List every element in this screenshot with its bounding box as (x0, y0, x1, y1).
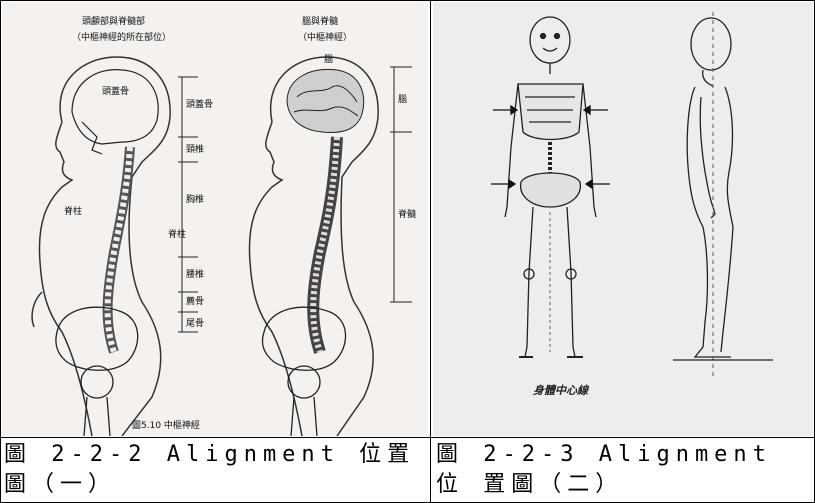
side-label-2: 胸椎 (186, 193, 204, 205)
skeleton-front (505, 17, 596, 357)
side-label-0: 頭蓋骨 (186, 98, 213, 110)
label-skull: 頭蓋骨 (102, 85, 129, 97)
alignment-illustration: 身體中心線 (433, 2, 813, 436)
column-divider (430, 0, 431, 503)
label-brain-side: 腦 (398, 93, 407, 105)
left-spine (108, 147, 130, 352)
left-skull (72, 70, 158, 154)
left-pelvis (56, 307, 138, 436)
label-spinal-cord: 脊髓 (398, 208, 416, 220)
side-label-5: 薦骨 (186, 295, 204, 307)
caption-left: 圖 2-2-2 Alignment 位置 圖（一） (4, 440, 426, 500)
right-spinal-cord (313, 137, 337, 352)
side-label-6: 尾骨 (186, 318, 204, 329)
row-divider (0, 437, 815, 438)
spine-illustration: 頭顱部與脊髓部 （中樞神經的所在部位） 腦與脊髓 （中樞神經） 頭蓋骨 脊柱 (2, 2, 428, 436)
label-brain: 腦 (324, 53, 333, 65)
label-spine: 脊柱 (64, 205, 82, 217)
side-label-4: 腰椎 (186, 268, 204, 280)
subtitle-right: （中樞神經） (298, 31, 352, 43)
body-side (687, 18, 733, 357)
title-left: 頭顱部與脊髓部 (82, 15, 145, 27)
caption-right: 圖 2-2-3 Alignment 位 置圖（二） (436, 440, 812, 500)
subtitle-left: （中樞神經的所在部位） (72, 31, 171, 43)
center-line-caption: 身體中心線 (533, 384, 590, 397)
title-right: 腦與脊髓 (302, 15, 338, 27)
side-label-3: 脊柱 (168, 228, 186, 240)
figure-footer: 圖5.10 中樞神經 (132, 419, 200, 431)
right-pelvis (262, 307, 345, 436)
left-body-outline (32, 57, 170, 436)
right-brain (287, 69, 364, 132)
side-label-1: 頸椎 (186, 143, 204, 155)
